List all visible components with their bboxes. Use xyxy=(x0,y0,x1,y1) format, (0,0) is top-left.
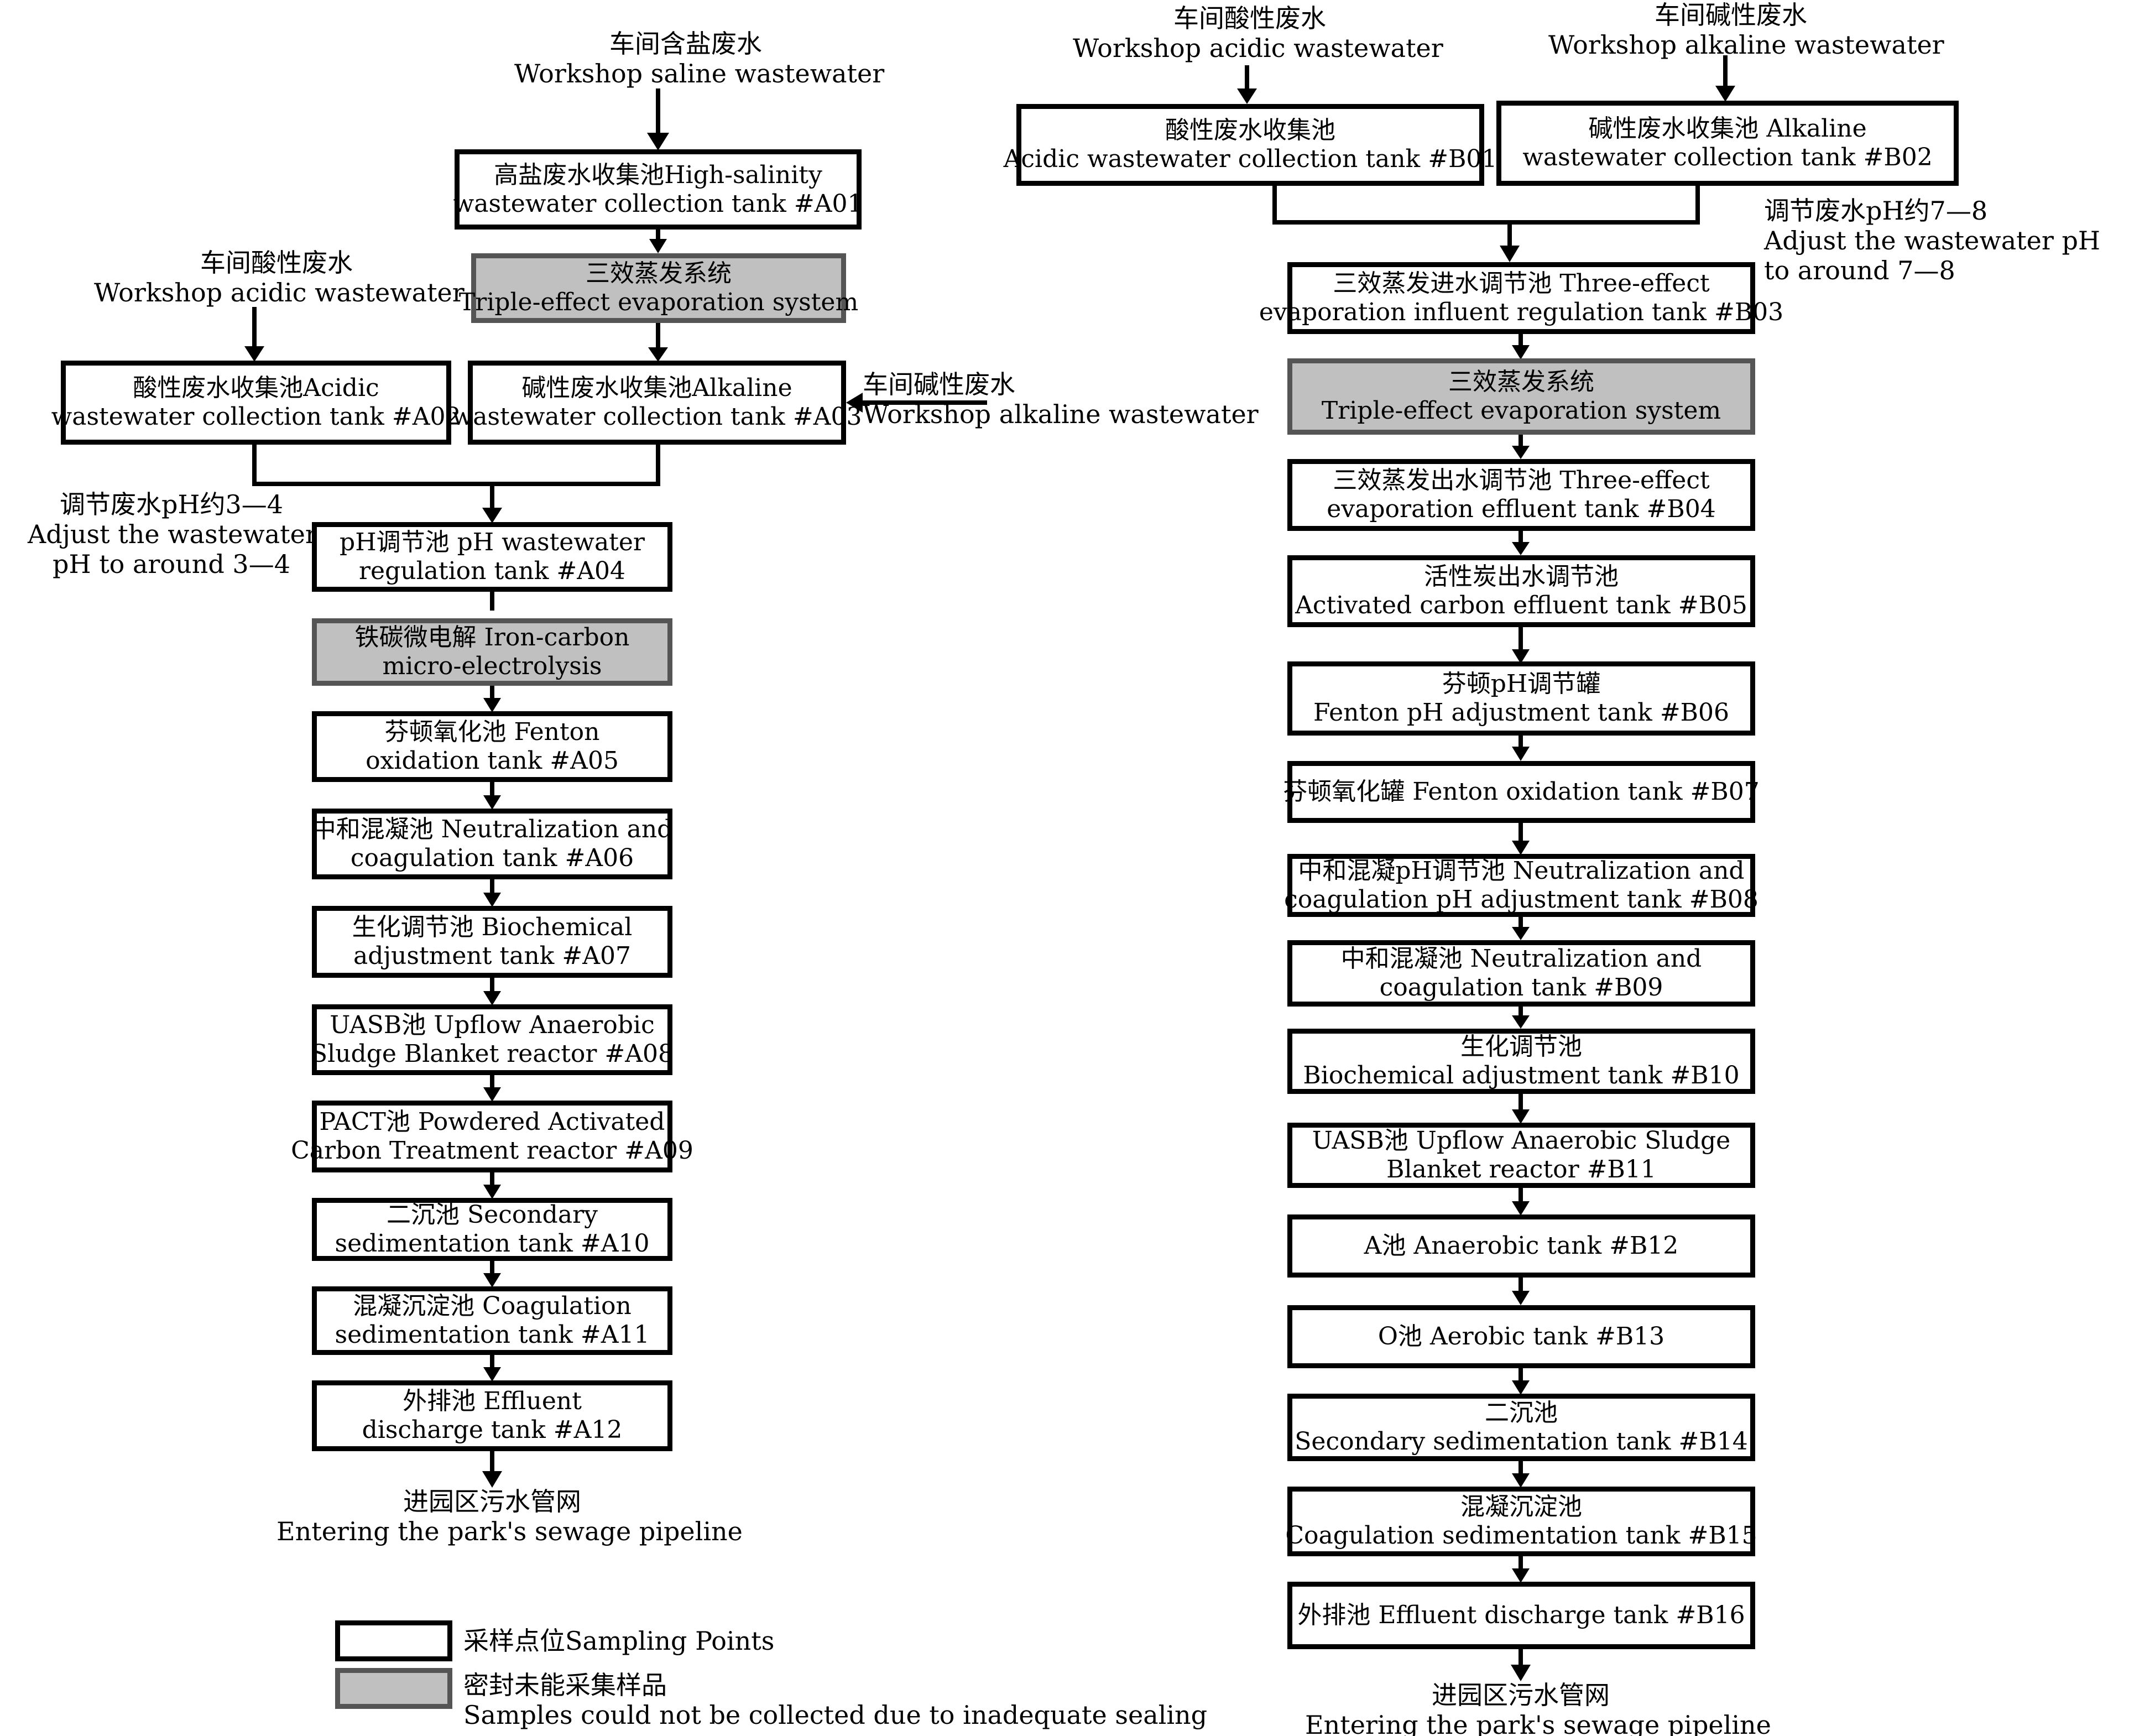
tank-b16: 外排池 Effluent discharge tank #B16 xyxy=(1287,1582,1755,1649)
tank-b12: A池 Anaerobic tank #B12 xyxy=(1287,1214,1755,1278)
tank-b13: O池 Aerobic tank #B13 xyxy=(1287,1305,1755,1368)
legend-swatch-sampled xyxy=(335,1620,452,1661)
legend-swatch-sealed xyxy=(335,1668,452,1709)
legend-label-sampled: 采样点位Sampling Points xyxy=(463,1626,775,1656)
tank-b07: 芬顿氧化罐 Fenton oxidation tank #B07 xyxy=(1283,761,1760,823)
